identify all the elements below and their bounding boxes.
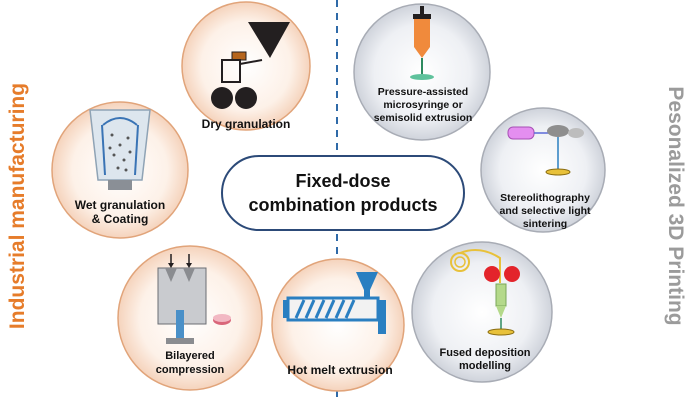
hot-melt-extrusion-label: Hot melt extrusion [287,363,393,377]
dry-granulation-icon [211,22,290,109]
bilayered-compression-label: Bilayered compression [155,350,225,376]
personalized-3d-printing-title: Pesonalized 3D Printing [664,86,685,326]
stereolithography-label: Stereolithography and selective light si… [499,192,591,230]
stereolithography-icon [507,125,584,176]
wet-granulation-icon [89,109,151,190]
fdm-icon [450,248,520,336]
industrial-manufacturing-title: Industrial manufacturing [6,82,29,330]
center-box: Fixed-dose combination products [221,155,465,231]
pressure-assisted-label: Pressure-assisted microsyringe or semiso… [373,86,473,124]
hot-melt-extrusion-circle [271,258,405,392]
center-title-line2: combination products [248,195,438,215]
center-title-line1: Fixed-dose [295,171,391,191]
dry-granulation-label: Dry granulation [201,117,291,131]
microsyringe-icon [410,6,434,80]
fused-deposition-label: Fused deposition modelling [439,347,531,372]
dry-granulation-circle [181,1,311,131]
bilayered-compression-icon [157,254,231,344]
hot-melt-extrusion-icon [283,272,386,334]
wet-granulation-label: Wet granulation & Coating [74,198,166,226]
